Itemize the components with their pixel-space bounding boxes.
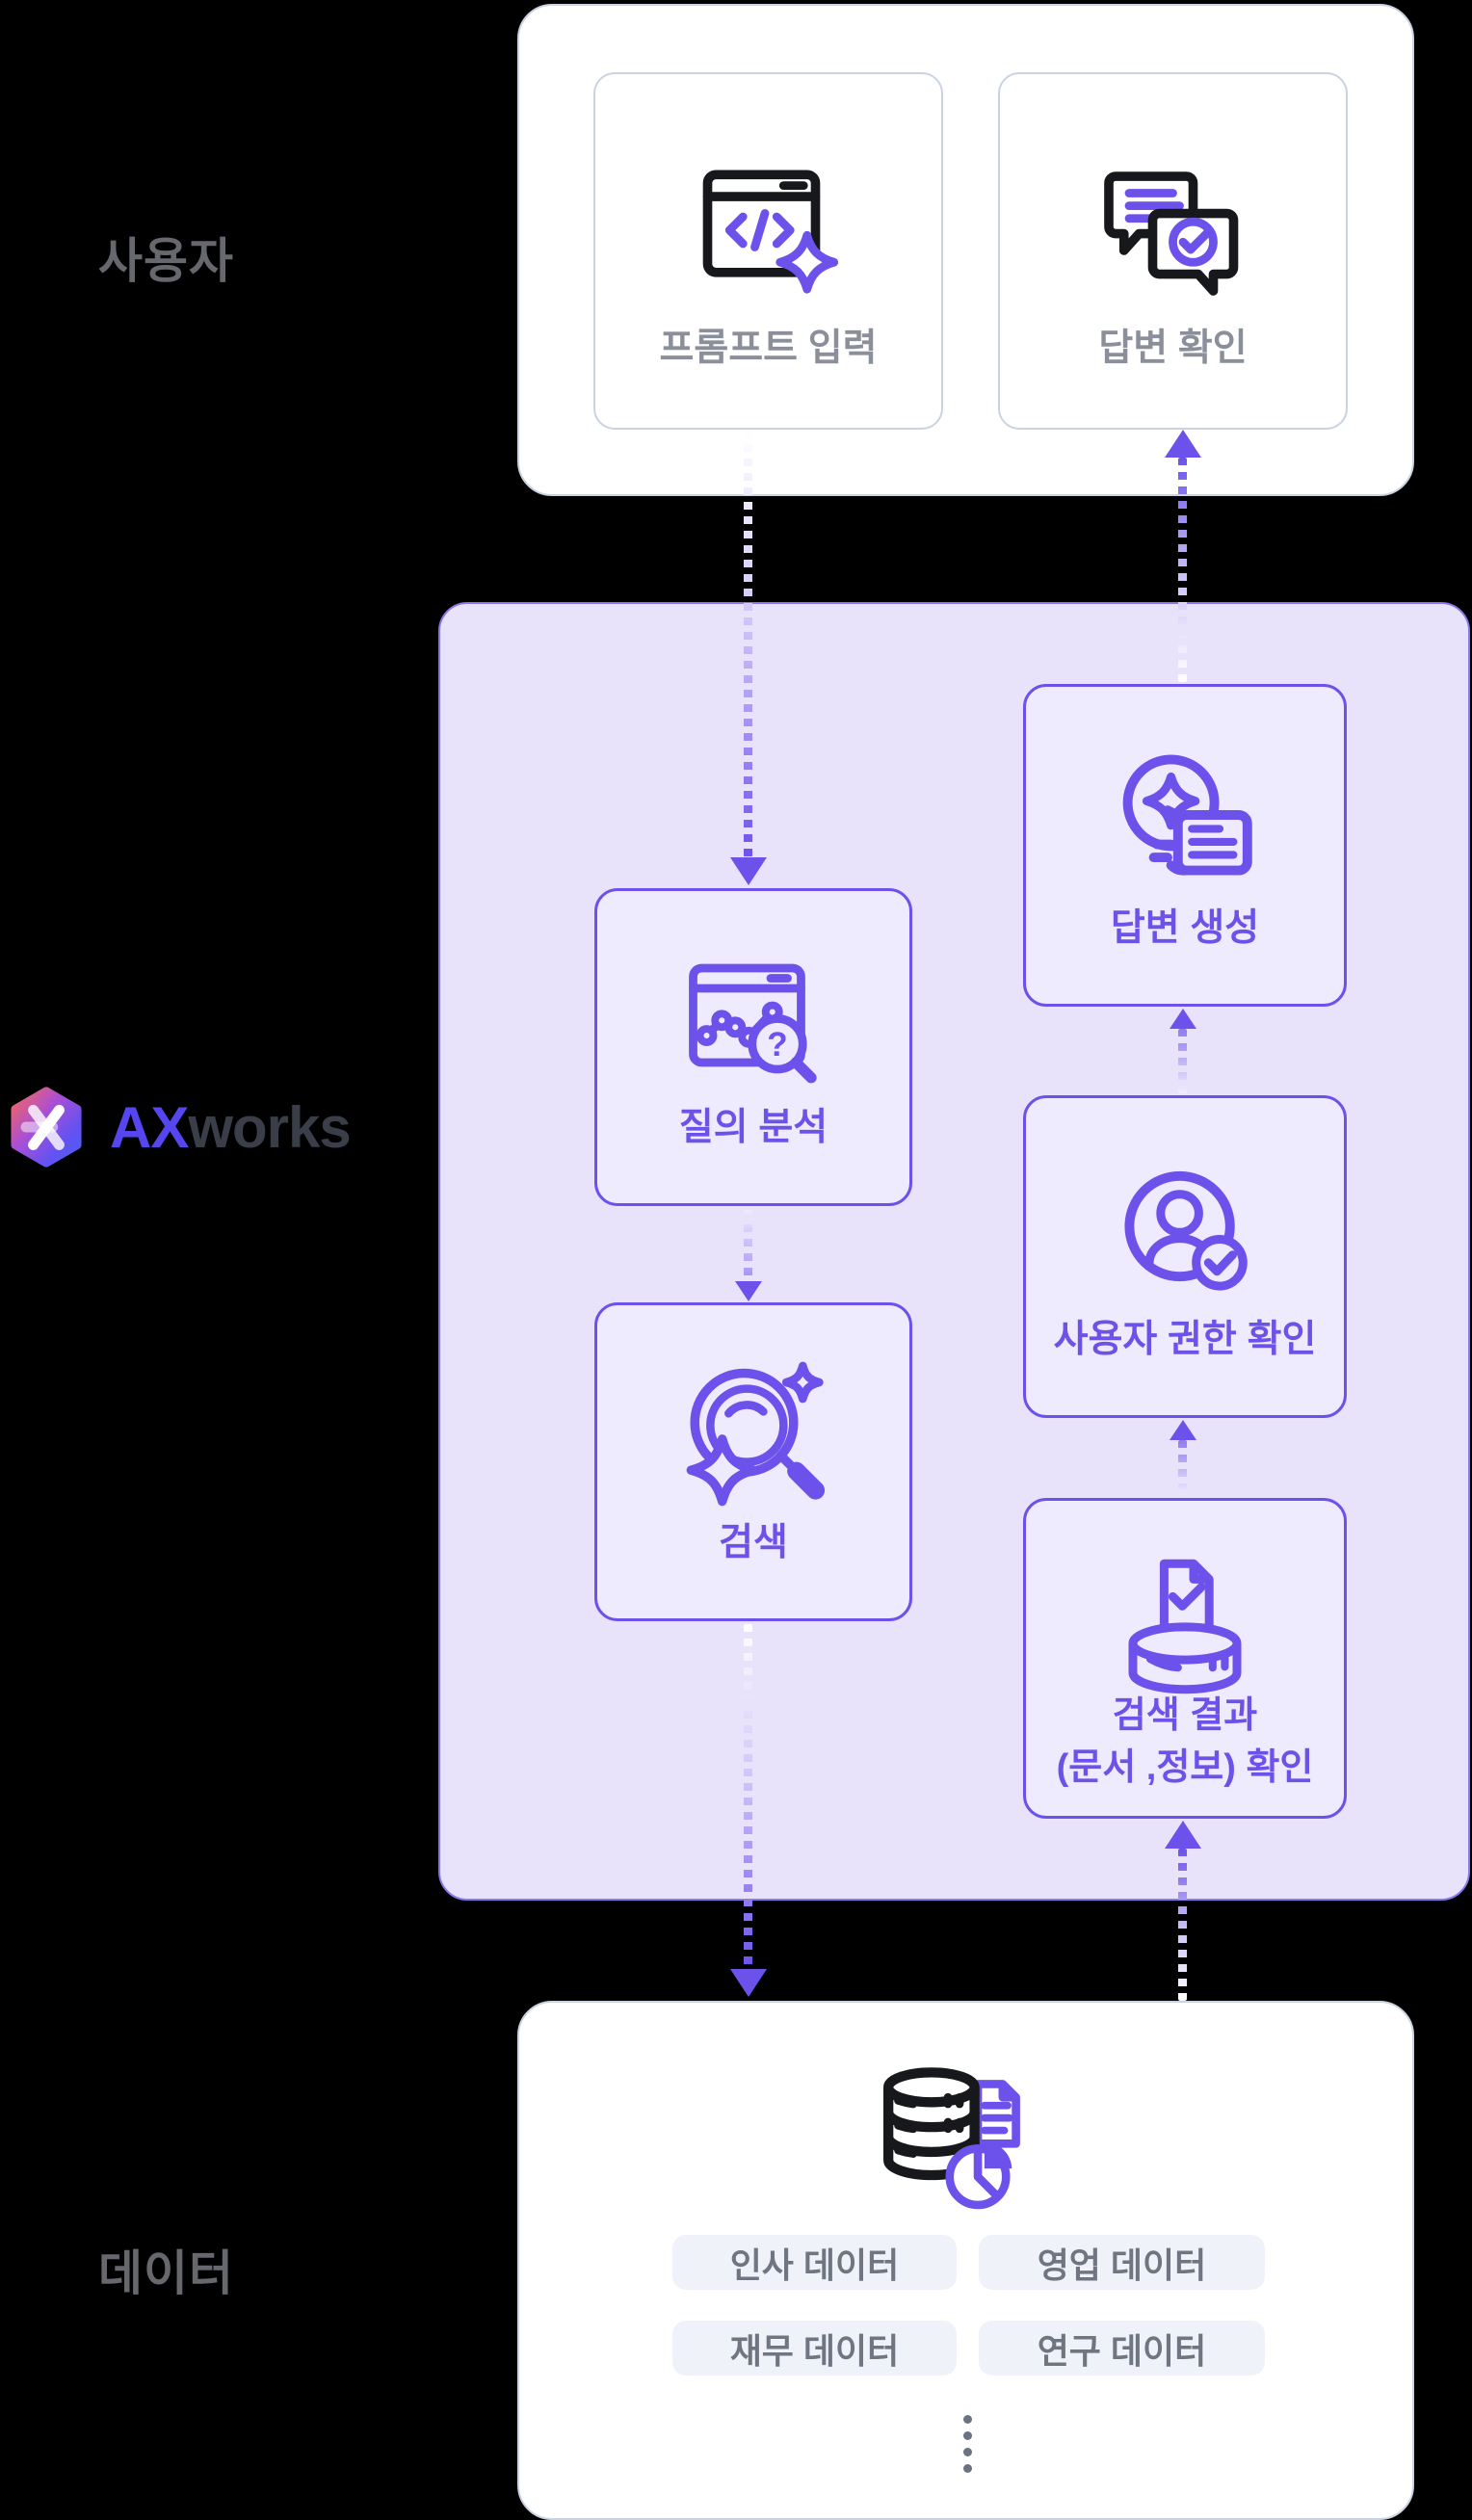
data-chip-finance: 재무 데이터 xyxy=(672,2321,957,2376)
data-lane-label: 데이터 xyxy=(98,2246,234,2300)
arrow-query-to-search-line xyxy=(744,1210,752,1281)
query-analysis-box: ? 질의 분석 xyxy=(594,888,912,1206)
user-permission-box: 사용자 권한 확인 xyxy=(1023,1095,1347,1418)
search-result-label-line2: (문서 ,정보) 확인 xyxy=(1056,1747,1314,1789)
axworks-logo: AXworks xyxy=(6,1087,352,1168)
data-section-container: 인사 데이터 영업 데이터 재무 데이터 연구 데이터 xyxy=(517,2001,1414,2520)
code-window-sparkle-icon xyxy=(702,170,839,294)
lightbulb-note-icon xyxy=(1122,754,1252,876)
chat-bubbles-check-icon xyxy=(1104,171,1239,296)
logo-text-works: works xyxy=(188,1094,351,1160)
prompt-input-card: 프롬프트 입력 xyxy=(593,72,943,430)
svg-text:?: ? xyxy=(767,1026,787,1063)
arrow-permission-to-generate-head xyxy=(1170,1009,1196,1029)
arrow-prompt-to-query-head xyxy=(730,857,767,885)
more-data-ellipsis-icon xyxy=(963,2415,972,2473)
arrow-data-to-result-line xyxy=(1178,1849,1187,2001)
query-analysis-label: 질의 분석 xyxy=(678,1107,828,1148)
axworks-wordmark: AXworks xyxy=(110,1094,352,1161)
arrow-query-to-search-head xyxy=(735,1281,762,1301)
data-chip-research: 연구 데이터 xyxy=(979,2321,1265,2376)
arrow-result-to-permission-head xyxy=(1170,1420,1196,1440)
axworks-hexagon-logo-icon xyxy=(11,1087,82,1168)
answer-check-label: 답변 확인 xyxy=(1098,328,1248,369)
search-result-label: 검색 결과 (문서 ,정보) 확인 xyxy=(1026,1691,1344,1795)
logo-text-ax: AX xyxy=(110,1094,189,1160)
data-chip-sales: 영업 데이터 xyxy=(979,2235,1265,2290)
search-label: 검색 xyxy=(719,1522,788,1563)
user-lane-label: 사용자 xyxy=(98,234,234,288)
arrow-prompt-to-query-line xyxy=(744,430,752,857)
user-section-container: 프롬프트 입력 답변 확인 xyxy=(517,4,1414,496)
arrow-permission-to-generate-line xyxy=(1178,1029,1187,1093)
search-box: 검색 xyxy=(594,1302,912,1621)
user-check-icon xyxy=(1124,1170,1248,1291)
document-database-check-icon xyxy=(1128,1559,1242,1694)
arrow-generate-to-answer-line xyxy=(1178,458,1187,682)
prompt-input-label: 프롬프트 입력 xyxy=(659,328,878,369)
arrow-result-to-permission-line xyxy=(1178,1440,1187,1496)
answer-generation-label: 답변 생성 xyxy=(1110,907,1260,949)
database-document-pie-icon xyxy=(882,2067,1020,2210)
arrow-search-to-data-line xyxy=(744,1624,752,1969)
magnifier-sparkles-icon xyxy=(686,1361,826,1507)
arrow-generate-to-answer-head xyxy=(1165,430,1201,458)
arrow-search-to-data-head xyxy=(730,1969,767,1997)
user-permission-label: 사용자 권한 확인 xyxy=(1053,1319,1317,1360)
answer-generation-box: 답변 생성 xyxy=(1023,684,1347,1007)
search-result-label-line1: 검색 결과 xyxy=(1112,1695,1258,1737)
arrow-data-to-result-head xyxy=(1165,1821,1201,1849)
analytics-question-search-icon: ? xyxy=(688,963,817,1084)
data-chip-hr: 인사 데이터 xyxy=(672,2235,957,2290)
search-result-box: 검색 결과 (문서 ,정보) 확인 xyxy=(1023,1498,1347,1819)
answer-check-card: 답변 확인 xyxy=(998,72,1348,430)
